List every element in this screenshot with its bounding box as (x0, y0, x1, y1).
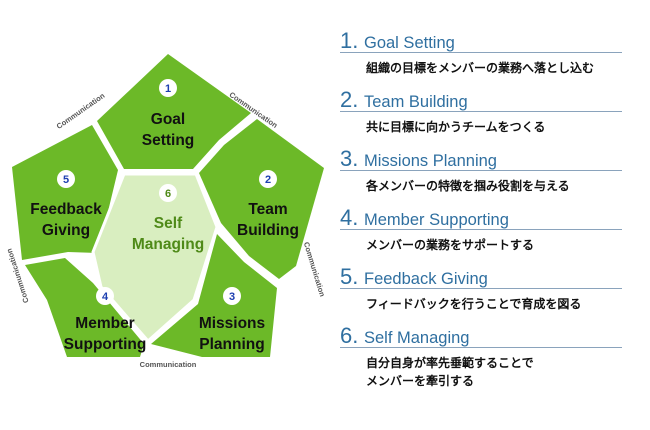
segment-goal-setting (97, 54, 251, 169)
step-number: 3. (340, 146, 359, 171)
segment-label: Building (237, 222, 299, 239)
step-title: Member Supporting (364, 211, 509, 229)
svg-text:3: 3 (229, 291, 235, 303)
svg-text:2: 2 (265, 174, 271, 186)
segment-self-managing (91, 172, 219, 344)
communication-label: Communication (55, 91, 107, 131)
segment-label: Feedback (30, 201, 102, 218)
pentagon-diagram: 1 2 3 4 5 6 Goal Setting Team Building M… (4, 54, 327, 369)
segment-number-badge: 3 (223, 287, 241, 305)
segment-label: Supporting (64, 336, 147, 353)
step-heading: 6. Self Managing (340, 323, 622, 348)
communication-label: Communication (302, 241, 327, 298)
segment-label: Missions (199, 315, 265, 332)
list-item: 3. Missions Planning 各メンバーの特徴を掴み役割を与える (340, 146, 640, 205)
center-label: Managing (132, 236, 204, 253)
communication-label: Communication (140, 360, 197, 369)
list-item: 5. Feedback Giving フィードバックを行うことで育成を図る (340, 264, 640, 323)
step-description: メンバーの業務をサポートする (366, 238, 535, 252)
step-number: 1. (340, 28, 359, 53)
step-list: 1. Goal Setting 組織の目標をメンバーの業務へ落とし込む 2. T… (340, 28, 640, 388)
step-description-line: 自分自身が率先垂範することで (366, 356, 534, 370)
segment-missions-planning (151, 234, 277, 357)
step-number: 4. (340, 205, 359, 230)
segment-number-badge: 1 (159, 79, 177, 97)
step-title: Goal Setting (364, 34, 455, 52)
segment-team-building (199, 119, 324, 279)
step-heading: 4. Member Supporting (340, 205, 622, 230)
list-item: 2. Team Building 共に目標に向かうチームをつくる (340, 87, 640, 146)
center-label: Self (154, 215, 183, 232)
step-description: 組織の目標をメンバーの業務へ落とし込む (366, 61, 595, 75)
step-description: フィードバックを行うことで育成を図る (366, 297, 582, 311)
list-item: 1. Goal Setting 組織の目標をメンバーの業務へ落とし込む (340, 28, 640, 87)
segment-number-badge: 2 (259, 170, 277, 188)
list-item: 6. Self Managing 自分自身が率先垂範することで メンバーを牽引す… (340, 323, 640, 388)
step-heading: 3. Missions Planning (340, 146, 622, 171)
svg-text:6: 6 (165, 188, 171, 200)
step-number: 2. (340, 87, 359, 112)
step-title: Feedback Giving (364, 270, 488, 288)
step-heading: 1. Goal Setting (340, 28, 622, 53)
step-number: 5. (340, 264, 359, 289)
segment-label: Giving (42, 222, 90, 239)
segment-label: Setting (142, 132, 195, 149)
segment-number-badge: 5 (57, 170, 75, 188)
step-description-line: メンバーを牽引する (366, 374, 475, 388)
step-description: 共に目標に向かうチームをつくる (366, 120, 546, 134)
step-heading: 5. Feedback Giving (340, 264, 622, 289)
segment-number-badge: 4 (96, 287, 114, 305)
step-heading: 2. Team Building (340, 87, 622, 112)
segment-feedback-giving (12, 125, 118, 260)
step-title: Missions Planning (364, 152, 497, 170)
segment-label: Goal (151, 111, 185, 128)
segment-member-supporting (25, 258, 144, 357)
center-number-badge: 6 (159, 184, 177, 202)
step-description: 自分自身が率先垂範することで メンバーを牽引する (366, 354, 640, 390)
step-description: 各メンバーの特徴を掴み役割を与える (366, 179, 570, 193)
step-number: 6. (340, 323, 359, 348)
list-item: 4. Member Supporting メンバーの業務をサポートする (340, 205, 640, 264)
step-title: Self Managing (364, 329, 470, 347)
svg-text:5: 5 (63, 174, 69, 186)
svg-text:1: 1 (165, 83, 171, 95)
svg-text:4: 4 (102, 291, 109, 303)
segment-label: Member (75, 315, 134, 332)
segment-label: Team (248, 201, 287, 218)
segment-label: Planning (199, 336, 264, 353)
step-title: Team Building (364, 93, 468, 111)
